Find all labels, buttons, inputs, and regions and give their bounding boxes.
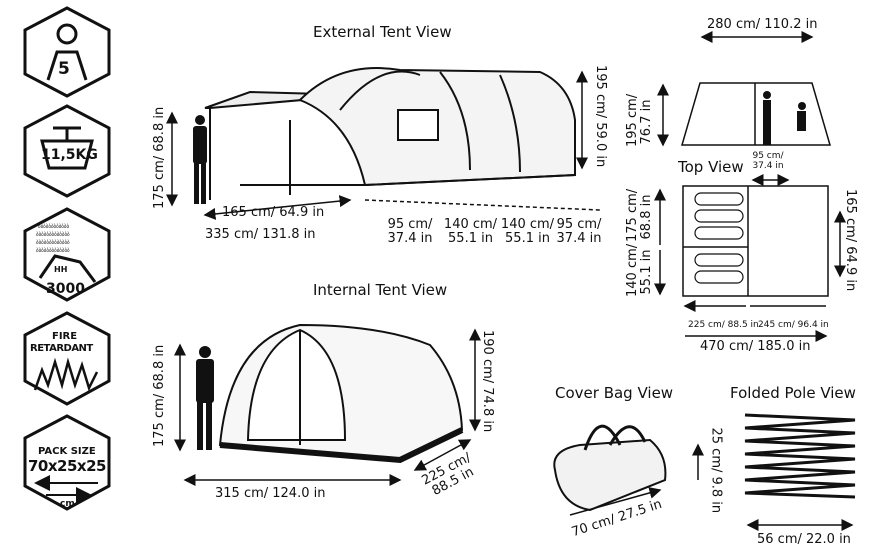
- waterproof-hexagon-icon: [23, 207, 111, 302]
- door-width: 95 cm/37.4 in: [748, 151, 788, 171]
- side-width: 280 cm/ 110.2 in: [707, 17, 818, 32]
- waterproof-value: 3000: [46, 281, 85, 297]
- pole-length: 56 cm/ 22.0 in: [757, 532, 851, 547]
- side-height-in: 76.7 in: [639, 99, 654, 145]
- side-depth: 165 cm/ 64.9 in: [843, 189, 858, 292]
- person-silhouette: [193, 115, 214, 450]
- segment-4: 95 cm/37.4 in: [554, 218, 604, 246]
- folded-poles-drawing: [744, 413, 856, 531]
- fire-label-2: RETARDANT: [30, 343, 93, 354]
- awning-depth: 165 cm/ 64.9 in: [222, 205, 325, 220]
- segment-3: 140 cm/55.1 in: [500, 218, 555, 246]
- segment-3-in: 55.1 in: [505, 231, 550, 246]
- fire-hexagon-icon: [23, 311, 111, 406]
- external-tent-drawing: [204, 67, 576, 200]
- room2-width-cm: 140 cm/: [625, 243, 640, 297]
- segment-4-cm: 95 cm/: [556, 217, 602, 232]
- internal-length: 315 cm/ 124.0 in: [215, 486, 326, 501]
- waterproof-label: HH: [54, 265, 68, 274]
- door-width-cm: 95 cm/: [752, 151, 784, 161]
- capacity-value: 5: [58, 59, 70, 79]
- pack-size-unit: cm: [60, 499, 75, 509]
- svg-text:ბბბბბბბბბბბბბ: ბბბბბბბბბბბბბ: [36, 231, 70, 238]
- awning-width: 335 cm/ 131.8 in: [205, 227, 316, 242]
- top-view-drawing: [660, 174, 846, 336]
- svg-text:ბბბბბბბბბბბბბ: ბბბბბბბბბბბბბ: [36, 239, 70, 246]
- segment-2-in: 55.1 in: [448, 231, 493, 246]
- top-view-title: Top View: [678, 158, 744, 176]
- external-view-title: External Tent View: [313, 23, 452, 41]
- svg-text:ბბბბბბბბბბბბ: ბბბბბბბბბბბბ: [38, 223, 69, 230]
- segment-2-cm: 140 cm/: [443, 217, 498, 232]
- room1-width-cm: 175 cm/: [625, 188, 640, 242]
- weight-hexagon-icon: [23, 104, 111, 198]
- internal-view-title: Internal Tent View: [313, 281, 448, 299]
- segment-2: 140 cm/55.1 in: [443, 218, 498, 246]
- total-length: 470 cm/ 185.0 in: [700, 339, 811, 354]
- pack-size-title: PACK SIZE: [38, 446, 96, 457]
- capacity-hexagon-icon: [23, 6, 111, 98]
- room1-width: 175 cm/68.8 in: [625, 188, 654, 242]
- room2-width: 140 cm/55.1 in: [625, 243, 654, 297]
- internal-tent-drawing: [218, 323, 464, 464]
- side-view-drawing: [657, 31, 831, 147]
- living-length: 245 cm/ 96.4 in: [758, 320, 829, 330]
- room1-width-in: 68.8 in: [639, 194, 654, 240]
- segment-1-cm: 95 cm/: [387, 217, 433, 232]
- internal-person-height: 175 cm/ 68.8 in: [152, 344, 167, 447]
- sleeping-bags: [694, 192, 744, 284]
- room2-width-in: 55.1 in: [639, 249, 654, 295]
- external-person-height: 175 cm/ 68.8 in: [152, 106, 167, 209]
- pack-size-value: 70x25x25: [28, 457, 106, 475]
- bag-height: 25 cm/ 9.8 in: [708, 427, 724, 514]
- folded-pole-title: Folded Pole View: [730, 384, 856, 402]
- internal-height: 190 cm/ 74.8 in: [480, 330, 495, 433]
- fire-label-1: FIRE: [52, 331, 78, 342]
- segment-1-in: 37.4 in: [387, 231, 433, 246]
- door-width-in: 37.4 in: [752, 161, 784, 171]
- side-height: 195 cm/76.7 in: [625, 93, 654, 147]
- segment-4-in: 37.4 in: [556, 231, 602, 246]
- external-height: 195 cm/ 59.0 in: [593, 65, 608, 168]
- segment-1: 95 cm/37.4 in: [385, 218, 435, 246]
- side-height-cm: 195 cm/: [625, 93, 640, 147]
- segment-3-cm: 140 cm/: [500, 217, 555, 232]
- svg-text:ბბბბბბბბბბბბბ: ბბბბბბბბბბბბბ: [36, 247, 70, 254]
- cover-bag-title: Cover Bag View: [555, 384, 674, 402]
- weight-value: 11,5KG: [41, 147, 98, 163]
- cover-bag-drawing: [553, 424, 698, 516]
- bedroom-length: 225 cm/ 88.5 in: [688, 320, 759, 330]
